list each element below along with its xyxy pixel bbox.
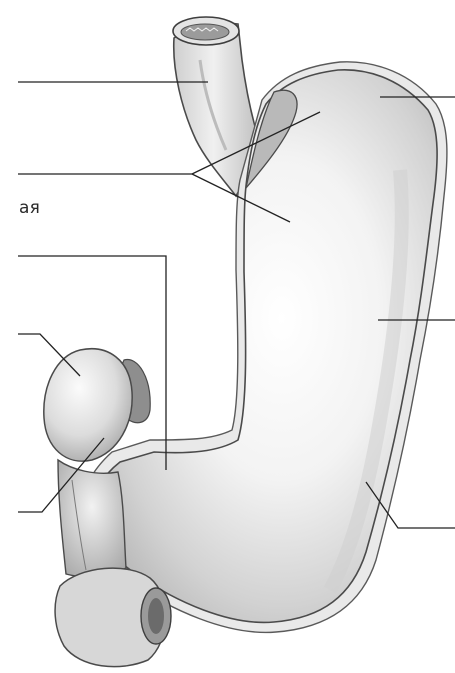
duodenum-cut-end [55, 568, 171, 667]
partial-label: ая [19, 198, 40, 218]
duodenum [58, 460, 126, 577]
duodenal-bulb [44, 349, 132, 461]
